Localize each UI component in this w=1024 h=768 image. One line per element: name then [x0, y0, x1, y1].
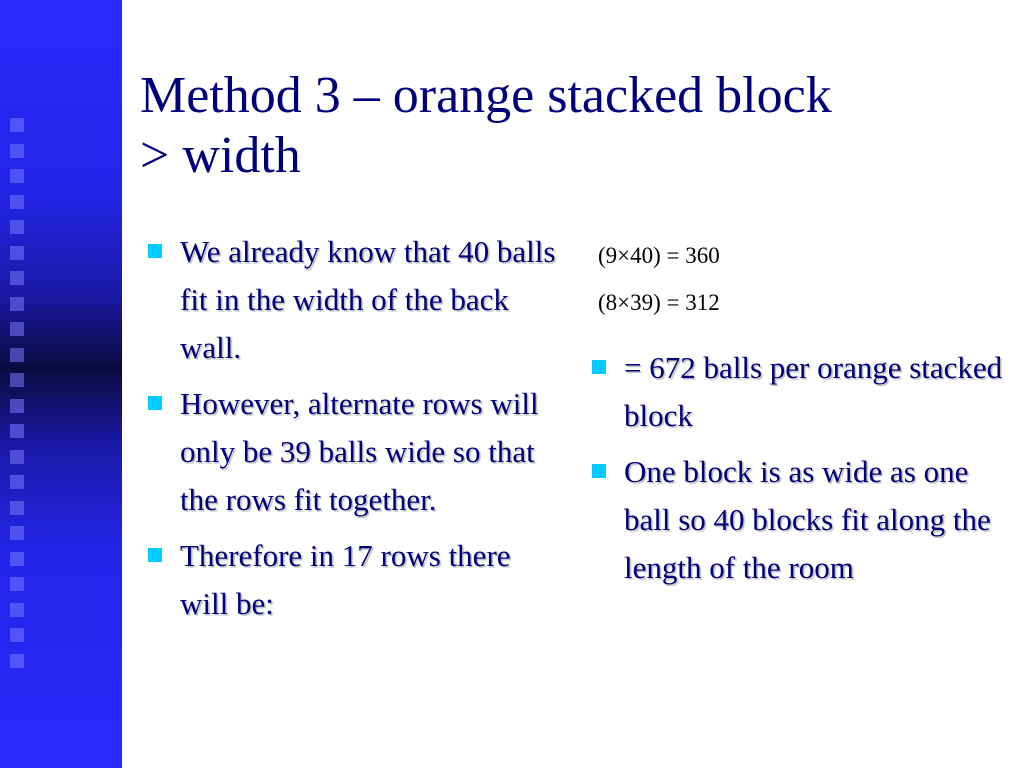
square-icon: [10, 194, 24, 209]
side-band: [0, 0, 122, 768]
title-line-2: > width: [140, 127, 301, 184]
square-icon: [10, 347, 24, 362]
square-icon: [10, 373, 24, 388]
square-icon: [10, 577, 24, 592]
formula-line-1: (9×40) = 360: [598, 243, 720, 268]
bullet-text: We already know that 40 balls fit in the…: [180, 234, 556, 365]
square-icon: [10, 118, 24, 132]
square-bullet-icon: [148, 548, 162, 562]
square-icon: [10, 424, 24, 439]
square-icon: [10, 322, 24, 337]
bullet-item: = 672 balls per orange stacked block: [588, 344, 1008, 440]
square-icon: [10, 220, 24, 235]
square-icon: [10, 475, 24, 490]
square-icon: [10, 526, 24, 541]
bullet-text: However, alternate rows will only be 39 …: [180, 386, 539, 517]
square-bullet-icon: [148, 244, 162, 258]
decorative-squares: [10, 118, 26, 668]
bullet-text: One block is as wide as one ball so 40 b…: [624, 454, 991, 585]
square-icon: [10, 169, 24, 184]
left-bullet-list: We already know that 40 balls fit in the…: [144, 228, 564, 636]
square-icon: [10, 551, 24, 566]
square-bullet-icon: [148, 396, 162, 410]
slide-title: Method 3 – orange stacked block > width: [140, 66, 1000, 186]
square-icon: [10, 143, 24, 158]
bullet-item: One block is as wide as one ball so 40 b…: [588, 448, 1008, 592]
square-icon: [10, 296, 24, 311]
square-icon: [10, 628, 24, 643]
bullet-text: = 672 balls per orange stacked block: [624, 350, 1003, 433]
square-icon: [10, 245, 24, 260]
square-icon: [10, 398, 24, 413]
title-line-1: Method 3 – orange stacked block: [140, 67, 832, 124]
square-icon: [10, 653, 24, 668]
formula-line-2: (8×39) = 312: [598, 290, 720, 315]
bullet-item: We already know that 40 balls fit in the…: [144, 228, 564, 372]
square-icon: [10, 271, 24, 286]
square-bullet-icon: [592, 360, 606, 374]
bullet-text: Therefore in 17 rows there will be:: [180, 538, 511, 621]
square-bullet-icon: [592, 464, 606, 478]
square-icon: [10, 602, 24, 617]
right-bullet-list: = 672 balls per orange stacked block One…: [588, 344, 1008, 600]
bullet-item: Therefore in 17 rows there will be:: [144, 532, 564, 628]
square-icon: [10, 500, 24, 515]
bullet-item: However, alternate rows will only be 39 …: [144, 380, 564, 524]
square-icon: [10, 449, 24, 464]
